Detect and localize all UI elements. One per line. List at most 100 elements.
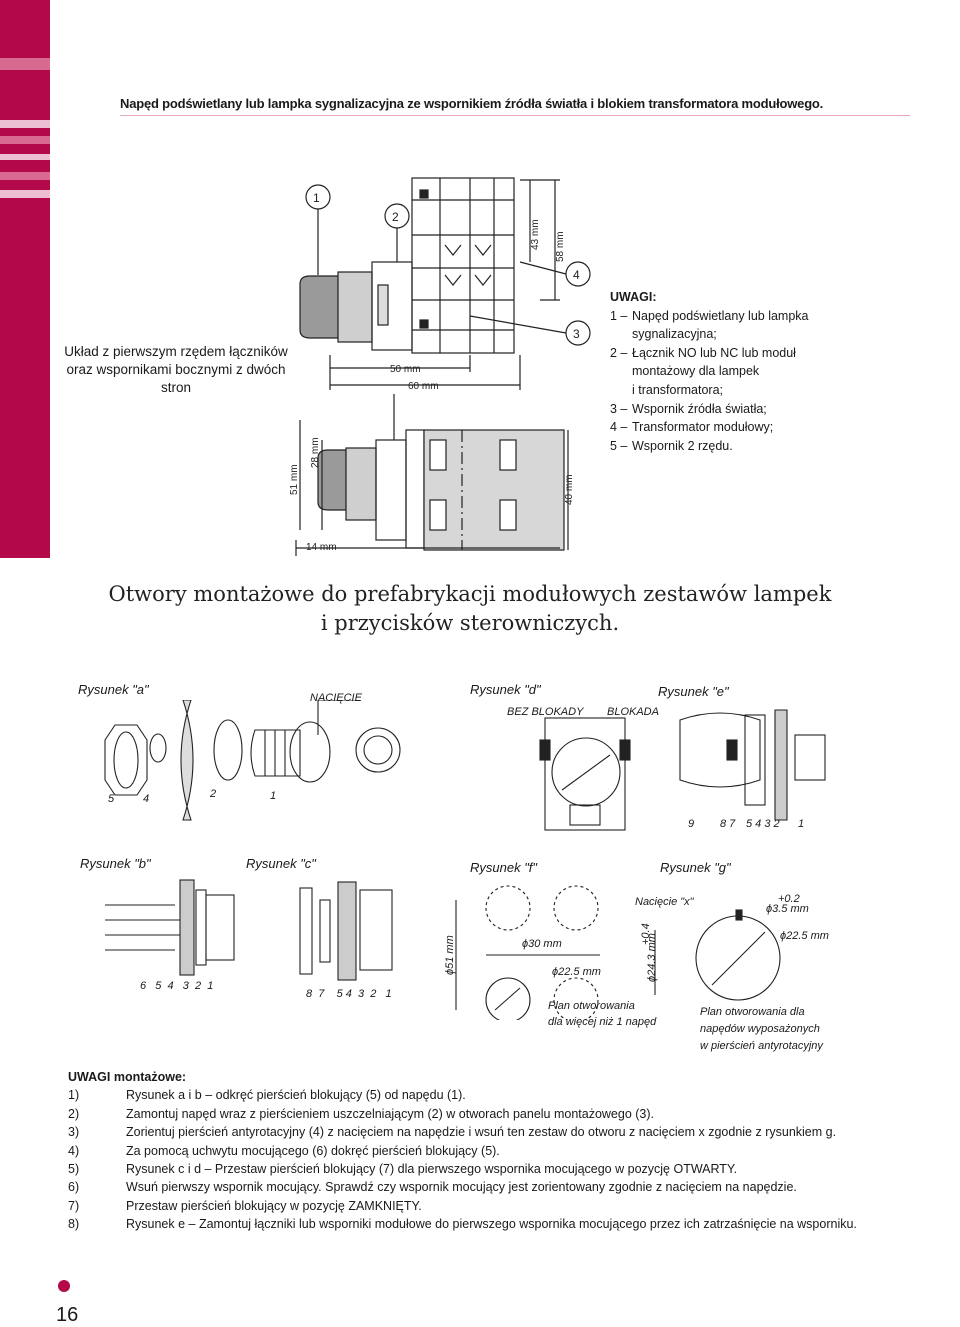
mounting-note-text: Zorientuj pierścień antyrotacyjny (4) z … [126, 1125, 837, 1140]
stripe [0, 172, 50, 180]
notes-text: montażowy dla lampek [632, 364, 760, 379]
notes-num [610, 362, 632, 381]
fig-c-nums: 8 7 5 4 3 2 1 [306, 988, 392, 1000]
mounting-note-text: Wsuń pierwszy wspornik mocujący. Sprawdź… [126, 1180, 797, 1195]
stripe [0, 70, 50, 120]
page-number: 16 [56, 1304, 79, 1326]
figure-b-label: Rysunek "b" [80, 856, 151, 871]
stripe [0, 144, 50, 154]
notes-item: sygnalizacyjna; [610, 325, 810, 344]
notes-num: 3 – [610, 401, 628, 416]
section-title-line1: Otwory montażowe do prefabrykacji moduło… [108, 582, 832, 606]
mounting-note: 5) Rysunek c i d – Przestaw pierścień blo… [68, 1160, 928, 1178]
mounting-note-num: 2) [68, 1106, 80, 1121]
mounting-notes: UWAGI montażowe: 1) Rysunek a i b – odkrę… [68, 1068, 928, 1234]
stripe [0, 120, 50, 128]
dim-60: 60 mm [408, 381, 439, 392]
mounting-note-text: Przestaw pierścień blokujący w pozycję Z… [126, 1198, 422, 1213]
notes-num: 1 – [610, 308, 628, 323]
fig-e-num: 5 4 3 2 [746, 818, 780, 830]
sidebar-band [0, 0, 50, 1325]
dim-58: 58 mm [555, 231, 566, 262]
section-title: Otwory montażowe do prefabrykacji moduło… [60, 580, 880, 638]
notes-item: i transformatora; [610, 381, 810, 400]
mounting-note-text: Rysunek e – Zamontuj łączniki lub wsporn… [126, 1217, 857, 1232]
mounting-note-num: 6) [68, 1180, 80, 1195]
fig-a-num: 1 [270, 790, 277, 802]
header-title: Napęd podświetlany lub lampka sygnalizac… [120, 96, 824, 111]
fig-g-d225: ϕ22.5 mm [780, 930, 829, 942]
mounting-note-text: Rysunek c i d – Przestaw pierścień bloku… [126, 1162, 738, 1177]
notes-item: 4 –Transformator modułowy; [610, 418, 810, 437]
notes-text: i transformatora; [632, 382, 724, 397]
figure-e-label: Rysunek "e" [658, 684, 729, 699]
stripe [0, 0, 50, 58]
mounting-note-num: 7) [68, 1198, 80, 1213]
fig-g-d35: ϕ3.5 mm [766, 903, 809, 915]
mounting-note: 2) Zamontuj napęd wraz z pierścieniem usz… [68, 1105, 928, 1123]
stripe [0, 128, 50, 136]
fig-e-num: 8 7 [720, 818, 736, 830]
mounting-note: 7) Przestaw pierścień blokujący w pozycję… [68, 1197, 928, 1215]
notes-num [610, 381, 632, 400]
mounting-note-num: 8) [68, 1217, 80, 1232]
fig-a-num: 4 [143, 793, 150, 805]
fig-g-caption2: napędów wyposażonych [700, 1023, 820, 1035]
notes-num: 2 – [610, 345, 628, 360]
header-rule [120, 115, 910, 116]
figures-row2-drawing [105, 879, 781, 1020]
stripe [0, 58, 50, 70]
figure-a-notch-label: NACIĘCIE [310, 692, 362, 704]
fig-g-tol1: +0.2 [778, 893, 800, 905]
fig-g-tol2: +0.4 [640, 923, 652, 945]
dim-40: 40 mm [564, 474, 575, 505]
fig-e-num: 9 [688, 818, 695, 830]
mounting-note-text: Za pomocą uchwytu mocującego (6) dokręć … [126, 1143, 500, 1158]
mounting-note-num: 3) [68, 1125, 80, 1140]
mounting-note-num: 4) [68, 1143, 80, 1158]
mounting-note: 1) Rysunek a i b – odkręć pierścień bloku… [68, 1086, 928, 1104]
notes-text: Wspornik 2 rzędu. [632, 438, 733, 453]
fig-f-d22: ϕ22.5 mm [552, 966, 601, 978]
fig-f-d51: ϕ51 mm [444, 935, 456, 975]
mounting-note: 6) Wsuń pierwszy wspornik mocujący. Spraw… [68, 1178, 928, 1196]
mounting-note-num: 5) [68, 1162, 80, 1177]
fig-a-num: 2 [210, 788, 217, 800]
figure-d-no-lock: BEZ BLOKADY [507, 706, 584, 718]
mounting-note-text: Zamontuj napęd wraz z pierścieniem uszcz… [126, 1106, 655, 1121]
fig-g-caption1: Plan otworowania dla [700, 1006, 805, 1018]
fig-g-notch: Nacięcie "x" [635, 896, 694, 908]
top-assembly-drawing: 1 2 4 3 50 mm 60 mm 43 mm 58 mm 51 mm 28… [289, 177, 591, 556]
notes-item: 2 – Łącznik NO lub NC lub moduł [610, 344, 810, 363]
mounting-note-num: 1) [68, 1088, 80, 1103]
fig-a-num: 5 [108, 793, 115, 805]
dim-50: 50 mm [390, 364, 421, 375]
mounting-note: 4) Za pomocą uchwytu mocującego (6) dokrę… [68, 1142, 928, 1160]
notes-heading: UWAGI: [610, 290, 657, 304]
mounting-notes-heading: UWAGI montażowe: [68, 1070, 187, 1084]
section-title-line2: i przycisków sterowniczych. [320, 611, 620, 635]
dim-43: 43 mm [530, 219, 541, 250]
fig-g-caption3: w pierścień antyrotacyjny [700, 1040, 823, 1052]
stripe [0, 180, 50, 190]
stripe [0, 154, 50, 160]
stripe [0, 136, 50, 144]
mounting-note: 3) Zorientuj pierścień antyrotacyjny (4) … [68, 1123, 928, 1141]
mounting-note-text: Rysunek a i b – odkręć pierścień blokują… [126, 1088, 466, 1103]
fig-e-num: 1 [798, 818, 805, 830]
stripe [0, 160, 50, 172]
notes-text: Napęd podświetlany lub lampka [632, 308, 809, 323]
callout-3: 3 [573, 327, 580, 341]
page-bullet [58, 1280, 70, 1292]
fig-f-caption1: Plan otworowania [548, 1000, 635, 1012]
notes-item: montażowy dla lampek [610, 362, 810, 381]
notes-text: Transformator modułowy; [632, 420, 774, 435]
fig-f-caption2: dla więcej niż 1 napęd [548, 1016, 657, 1028]
notes-text: Łącznik NO lub NC lub moduł [632, 345, 796, 360]
notes-num [610, 325, 632, 344]
figures-row1-drawing [104, 700, 826, 831]
notes-item: 1 – Napęd podświetlany lub lampka [610, 307, 810, 326]
fig-b-nums: 6 5 4 3 2 1 [140, 980, 214, 992]
figure-c-label: Rysunek "c" [246, 856, 316, 871]
notes-item: 5 –Wspornik 2 rzędu. [610, 437, 810, 456]
